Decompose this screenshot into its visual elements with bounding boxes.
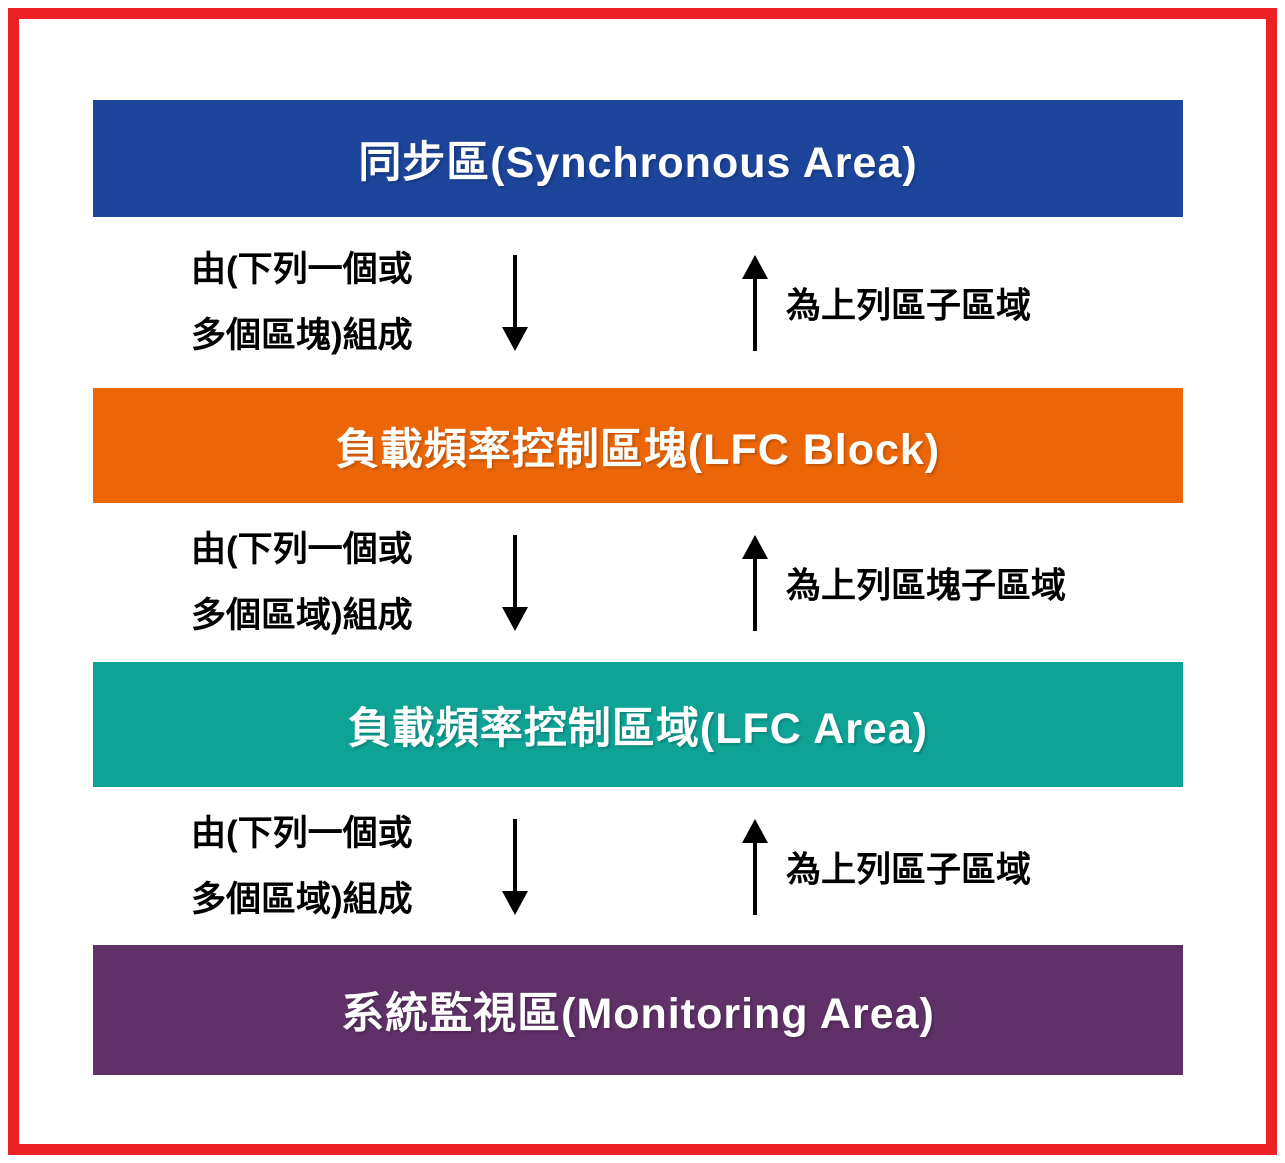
subarea-note: 為上列區子區域 [786,286,1032,326]
subarea-note: 為上列區子區域 [786,850,1032,889]
level-bar-synchronous-area: 同步區(Synchronous Area) [93,100,1183,217]
up-arrow-shaft [753,838,757,915]
connector-sync-to-block: 由(下列一個或 多個區塊)組成 為上列區子區域 [93,218,1183,388]
connector-block-to-area: 由(下列一個或 多個區域)組成 為上列區塊子區域 [93,503,1183,662]
level-bar-lfc-area: 負載頻率控制區域(LFC Area) [93,662,1183,787]
level-label-lfc-block: 負載頻率控制區塊(LFC Block) [335,425,941,474]
level-label-monitoring-area: 系統監視區(Monitoring Area) [341,990,935,1038]
level-label-lfc-area: 負載頻率控制區域(LFC Area) [347,704,929,753]
composition-note: 由(下列一個或 多個區域)組成 [191,517,413,649]
composition-note-line2: 多個區域)組成 [191,595,413,635]
level-label-synchronous-area: 同步區(Synchronous Area) [358,138,918,187]
composition-note-line1: 由(下列一個或 [191,250,413,289]
down-arrow-head [502,890,528,915]
composition-note: 由(下列一個或 多個區塊)組成 [191,237,413,369]
up-arrow-icon [742,255,768,351]
down-arrow-shaft [513,534,517,609]
connector-area-to-monitoring: 由(下列一個或 多個區域)組成 為上列區子區域 [93,788,1183,945]
level-bar-lfc-block: 負載頻率控制區塊(LFC Block) [93,388,1183,503]
up-arrow-shaft [753,275,757,351]
up-arrow-head [742,534,768,559]
up-arrow-icon [742,534,768,631]
up-arrow-head [742,818,768,843]
composition-note-line1: 由(下列一個或 [191,529,413,569]
down-arrow-icon [502,818,528,915]
composition-note-line2: 多個區塊)組成 [191,316,413,355]
down-arrow-head [502,327,528,351]
down-arrow-icon [502,255,528,351]
up-arrow-head [742,255,768,279]
up-arrow-icon [742,818,768,915]
down-arrow-head [502,606,528,631]
subarea-note: 為上列區塊子區域 [786,566,1067,605]
down-arrow-shaft [513,818,517,893]
composition-note-line1: 由(下列一個或 [191,813,413,853]
down-arrow-icon [502,534,528,631]
down-arrow-shaft [513,255,517,329]
level-bar-monitoring-area: 系統監視區(Monitoring Area) [93,945,1183,1075]
up-arrow-shaft [753,554,757,631]
composition-note-line2: 多個區域)組成 [191,879,413,919]
composition-note: 由(下列一個或 多個區域)組成 [191,801,413,933]
